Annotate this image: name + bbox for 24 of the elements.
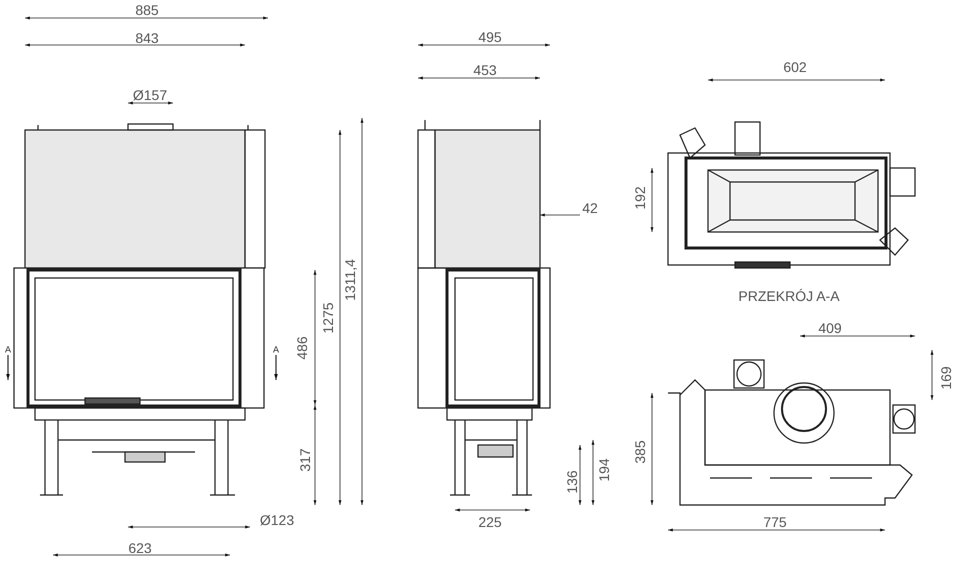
section-mark: A — [273, 346, 279, 354]
dimension-value: 409 — [818, 321, 842, 335]
dimension-value: 885 — [135, 3, 159, 17]
dimension-value: 1311,4 — [343, 259, 357, 301]
dimension-value: 317 — [298, 448, 312, 472]
dimension-value: 192 — [633, 186, 647, 210]
dimension-value: 453 — [473, 63, 497, 77]
dimension-value: 42 — [582, 201, 598, 215]
dimension-value: 136 — [565, 470, 579, 494]
dimension-value: 225 — [478, 515, 502, 529]
dimension-value: 385 — [633, 440, 647, 464]
dimension-value: 169 — [939, 366, 953, 390]
dimension-value: 602 — [783, 60, 807, 74]
dimension-value: 1275 — [321, 302, 335, 334]
dimension-value: 775 — [763, 515, 787, 529]
dimension-value: Ø157 — [132, 88, 168, 102]
section-mark: A — [5, 346, 11, 354]
dimension-value: 843 — [135, 31, 159, 45]
dimension-value: 194 — [597, 458, 611, 482]
dimension-value: 495 — [478, 30, 502, 44]
dimension-value: Ø123 — [260, 513, 294, 527]
dimension-value: 486 — [295, 336, 309, 360]
section-title: PRZEKRÓJ A-A — [738, 289, 840, 303]
dimension-value: 623 — [128, 541, 152, 555]
